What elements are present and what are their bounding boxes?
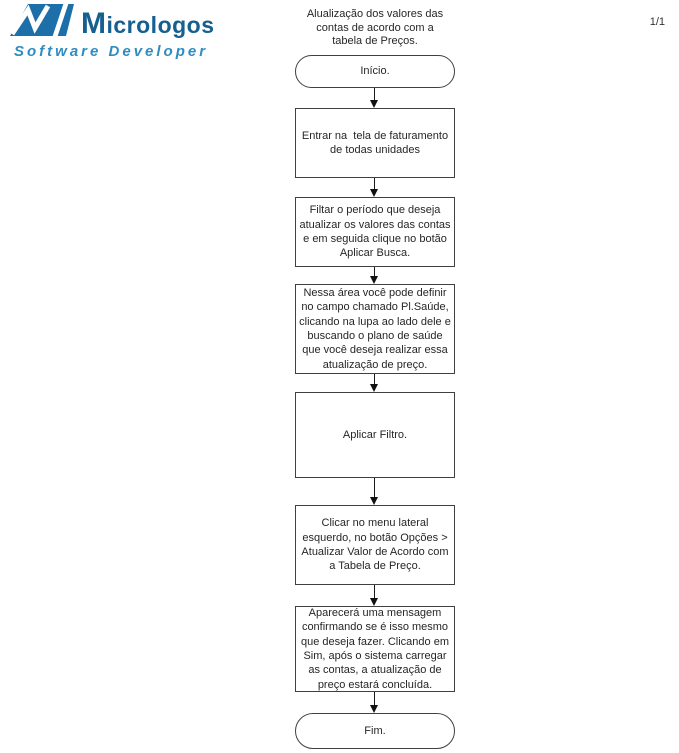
page-title: Alualização dos valores das contas de ac… [285,8,465,49]
flow-node-aplicar-filtro: Aplicar Filtro. [295,392,455,478]
page-title-line-2: contas de acordo com a [316,21,434,34]
arrow-head-icon [370,189,378,197]
flow-node-mensagem-confirmacao: Aparecerá uma mensagem confirmando se é … [295,606,455,692]
arrow-head-icon [370,598,378,606]
micrologos-logo-icon [8,2,76,43]
flow-arrow-1 [370,88,379,108]
arrow-head-icon [370,276,378,284]
page-title-line-1: Alualização dos valores das [306,8,444,20]
flow-arrow-3 [370,267,379,284]
arrow-head-icon [370,384,378,392]
flow-arrow-7 [370,692,379,713]
page-number: 1/1 [649,16,665,28]
logo-wordmark: Micrologos [81,7,215,40]
flow-node-fim: Fim. [295,713,455,749]
micrologos-logo: Micrologos Software Developer [8,2,238,60]
logo-tagline: Software Developer [14,43,209,60]
flow-arrow-4 [370,374,379,392]
flow-node-inicio: Início. [295,55,455,88]
flow-arrow-5 [370,478,379,505]
flow-node-filtrar-periodo: Filtar o período que deseja atualizar os… [295,197,455,267]
flow-arrow-6 [370,585,379,606]
arrow-head-icon [370,705,378,713]
flow-node-menu-opcoes: Clicar no menu lateral esquerdo, no botã… [295,505,455,585]
flow-node-entrar-tela-faturamento: Entrar na tela de faturamento de todas u… [295,108,455,178]
arrow-head-icon [370,100,378,108]
flow-arrow-2 [370,178,379,197]
flow-node-definir-pl-saude: Nessa área você pode definir no campo ch… [295,284,455,374]
arrow-head-icon [370,497,378,505]
page-title-line-3: tabela de Preços. [332,35,418,47]
